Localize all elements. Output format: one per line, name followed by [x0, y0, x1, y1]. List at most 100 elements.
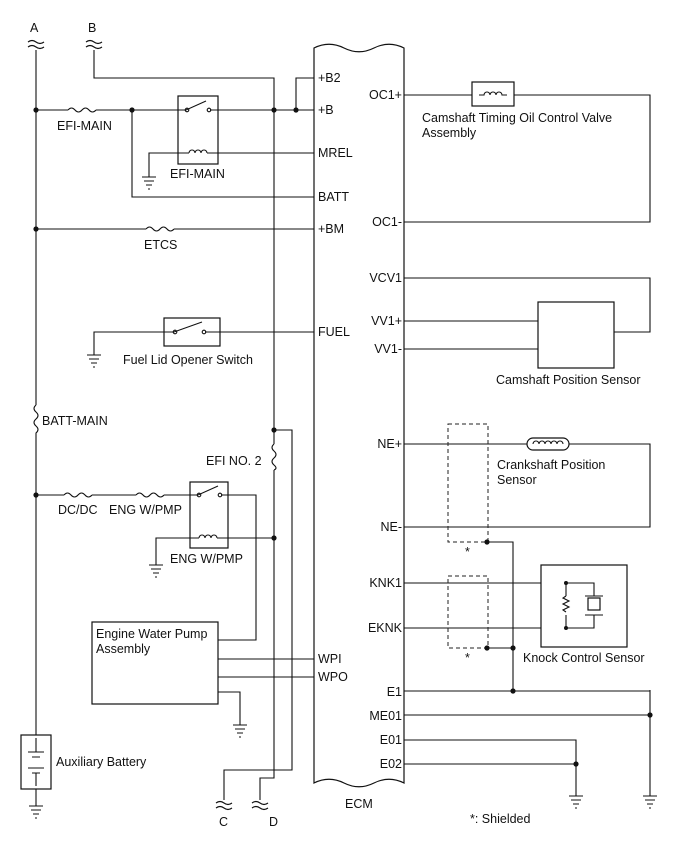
- fuel-lid-switch-contact: [164, 321, 220, 333]
- fuse-efi-no2-label: EFI NO. 2: [206, 454, 262, 468]
- relay-eng-wpmp-coil: [190, 534, 228, 539]
- cam-sensor-box: [537, 301, 615, 369]
- fuse-etcs-label: ETCS: [144, 238, 177, 252]
- ground-symbol-2: [87, 354, 101, 368]
- water-pump-label-1: Engine Water Pump: [96, 627, 207, 641]
- knock-sensor-label: Knock Control Sensor: [523, 651, 645, 665]
- wire-shield-ne: [487, 541, 514, 691]
- pin-oc1-minus: OC1-: [372, 215, 402, 229]
- junction-dot: [647, 712, 653, 718]
- shield-mark-2: *: [465, 651, 470, 665]
- wire-me01: [404, 690, 651, 796]
- fuse-batt-main-label: BATT-MAIN: [42, 414, 108, 428]
- pin-e1: E1: [387, 685, 402, 699]
- water-pump-box: [91, 621, 219, 705]
- pin-wpi: WPI: [318, 652, 342, 666]
- wire-efi-no2: [223, 429, 293, 800]
- junction-dot: [510, 688, 516, 694]
- junction-dot: [293, 107, 299, 113]
- connector-a-label: A: [30, 21, 39, 35]
- relay-efi-main-coil: [178, 149, 218, 154]
- fuel-switch-contact-b: [201, 329, 207, 335]
- ecm-label: ECM: [345, 797, 373, 811]
- wire-fuel: [93, 331, 314, 355]
- pin-vv1-minus: VV1-: [374, 342, 402, 356]
- pin-mrel: MREL: [318, 146, 353, 160]
- pin-me01: ME01: [369, 709, 402, 723]
- ground-symbol-4: [233, 724, 247, 738]
- relay-wpmp-contact-a: [196, 492, 202, 498]
- wire-batt: [131, 110, 314, 198]
- junction-dot: [271, 107, 277, 113]
- junction-dot: [129, 107, 135, 113]
- relay-wpmp-contact-b: [217, 492, 223, 498]
- wire-b2: [295, 77, 314, 110]
- knock-crystal-plates: [585, 595, 603, 616]
- junction-dot: [510, 645, 516, 651]
- connector-d-break: [251, 800, 269, 811]
- pin-oc1-plus: OC1+: [369, 88, 402, 102]
- aux-battery-cells: [28, 738, 44, 786]
- shield-mark-1: *: [465, 545, 470, 559]
- fuse-dcdc-label: DC/DC: [58, 503, 98, 517]
- ocv-box: [471, 81, 515, 107]
- junction-dot: [33, 492, 39, 498]
- wire-wp-ground: [218, 691, 241, 725]
- shield-ne: [447, 423, 489, 543]
- fuse-eng-wpmp-label: ENG W/PMP: [109, 503, 182, 517]
- knock-sensor-box: [540, 564, 628, 648]
- relay-eng-wpmp-label: ENG W/PMP: [170, 552, 243, 566]
- pin-fuel: FUEL: [318, 325, 350, 339]
- connector-b-label: B: [88, 21, 96, 35]
- footnote: *: Shielded: [470, 812, 531, 826]
- ground-symbol-3: [149, 564, 163, 578]
- ocv-coil: [479, 91, 507, 96]
- relay-efi-main-contact-b: [206, 107, 212, 113]
- wire-wpmp-ground: [155, 537, 190, 565]
- connector-b-break: [85, 39, 103, 50]
- shield-knk: [447, 575, 489, 649]
- junction-dot: [33, 107, 39, 113]
- ground-symbol-6: [643, 795, 657, 809]
- relay-efi-main: [177, 95, 219, 165]
- ecm-body: [313, 43, 405, 788]
- wire-wpmp-out: [218, 494, 257, 641]
- wire-vcv1: [404, 277, 651, 333]
- crank-label-2: Sensor: [497, 473, 537, 487]
- aux-battery-label: Auxiliary Battery: [56, 755, 147, 769]
- ocv-label-2: Assembly: [422, 126, 477, 140]
- ground-symbol-7: [569, 795, 583, 809]
- junction-dot: [564, 626, 568, 630]
- pin-e01: E01: [380, 733, 402, 747]
- knock-crystal: [587, 597, 601, 611]
- pin-vv1-plus: VV1+: [371, 314, 402, 328]
- fuse-etcs: [145, 226, 175, 232]
- wire-relay-ground: [148, 152, 178, 177]
- junction-dot: [573, 761, 579, 767]
- pin-plus-b: +B: [318, 103, 334, 117]
- knock-element: [561, 582, 595, 629]
- pin-plus-bm: +BM: [318, 222, 344, 236]
- ground-symbol-1: [142, 176, 156, 190]
- fuel-lid-switch-label: Fuel Lid Opener Switch: [123, 353, 253, 367]
- crank-label-1: Crankshaft Position: [497, 458, 605, 472]
- junction-dot: [33, 226, 39, 232]
- connector-d-label: D: [269, 815, 278, 829]
- fuse-efi-main-label: EFI-MAIN: [57, 119, 112, 133]
- fuel-switch-contact-a: [172, 329, 178, 335]
- fuse-efi-no2: [271, 430, 277, 471]
- wire-b: [93, 50, 275, 800]
- pin-knk1: KNK1: [369, 576, 402, 590]
- pin-vcv1: VCV1: [369, 271, 402, 285]
- relay-efi-main-label: EFI-MAIN: [170, 167, 225, 181]
- cam-sensor-label: Camshaft Position Sensor: [496, 373, 641, 387]
- ocv-label-1: Camshaft Timing Oil Control Valve: [422, 111, 612, 125]
- junction-dot: [564, 581, 568, 585]
- connector-c-label: C: [219, 815, 228, 829]
- ground-symbol-5: [29, 805, 43, 819]
- fuse-batt-main: [33, 404, 39, 438]
- junction-dot: [271, 427, 277, 433]
- crank-coil: [532, 440, 564, 445]
- pin-e02: E02: [380, 757, 402, 771]
